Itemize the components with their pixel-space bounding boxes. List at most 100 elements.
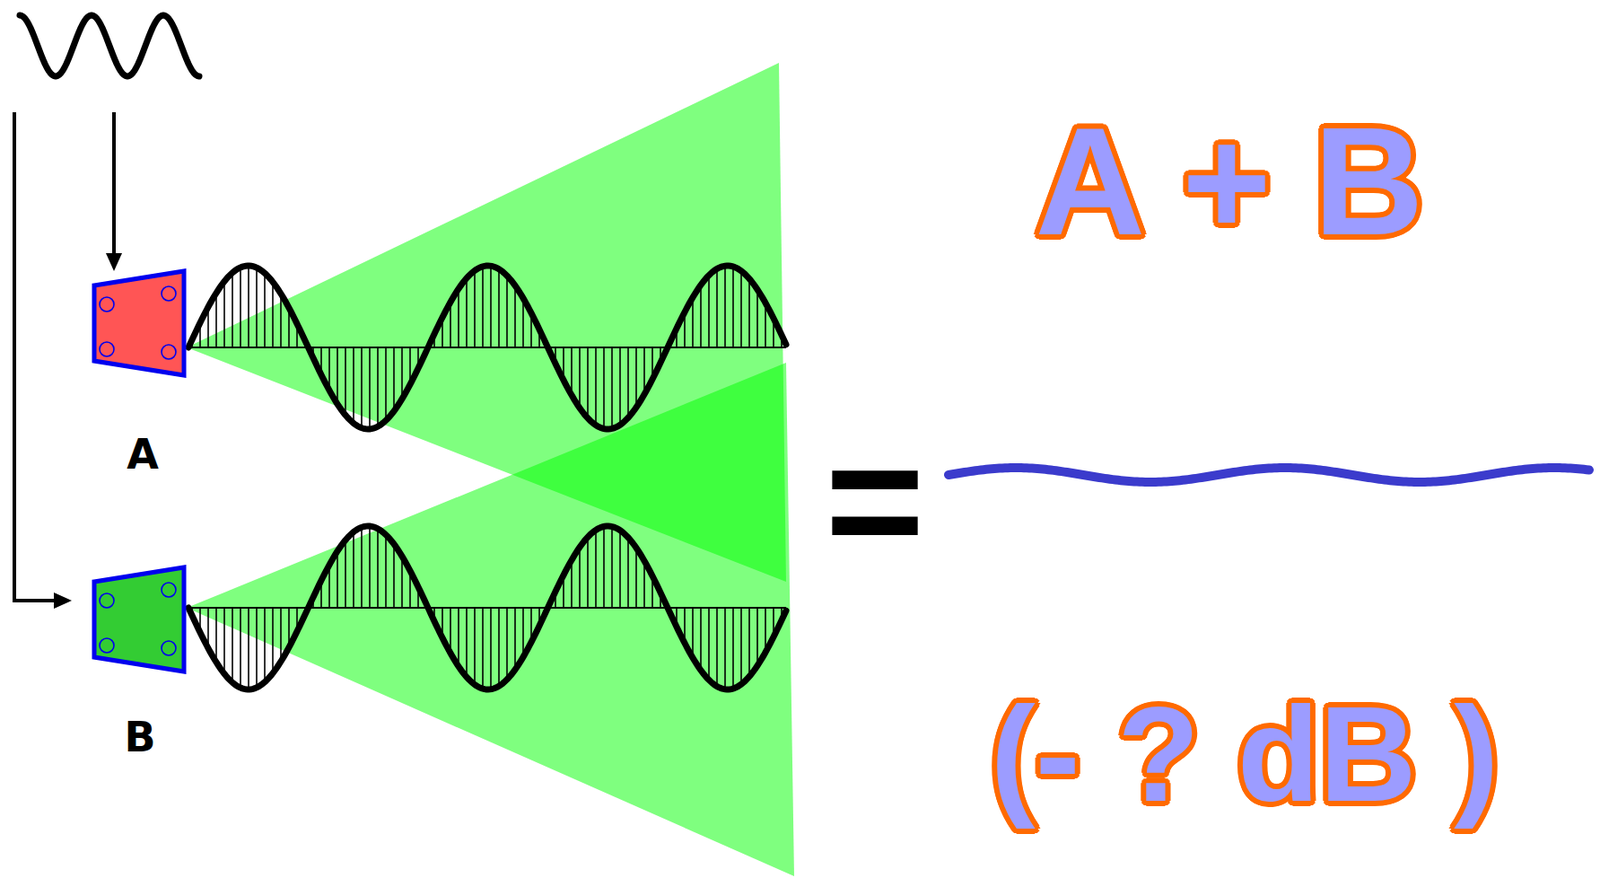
- hatch-line: [352, 347, 355, 423]
- hatch-line: [594, 347, 597, 426]
- hatch-line: [514, 285, 516, 348]
- hatch-line: [223, 607, 226, 674]
- speaker-outline: [94, 271, 184, 376]
- hatch-line: [239, 607, 242, 688]
- hatch-line: [635, 547, 638, 608]
- hatch-line: [603, 525, 605, 608]
- wave-curve: [188, 525, 787, 690]
- hatch-line: [271, 281, 274, 348]
- hatch-line: [360, 526, 363, 608]
- hatch-line: [223, 280, 226, 348]
- hatch-line: [344, 540, 347, 608]
- hatch-line: [457, 288, 460, 348]
- hatch-line: [376, 528, 379, 608]
- hatch-line: [481, 607, 484, 689]
- hatch-line: [473, 270, 476, 348]
- hatch-line: [247, 607, 250, 690]
- hatch-line: [578, 347, 581, 408]
- speaker-label: A: [126, 433, 159, 475]
- mount-hole: [161, 344, 176, 359]
- hatch-line: [255, 267, 258, 348]
- hatch-line: [740, 271, 743, 348]
- hatch-line: [393, 347, 395, 411]
- hatch-line: [611, 347, 613, 429]
- hatch-line: [360, 347, 363, 429]
- speaker-label: B: [123, 716, 156, 758]
- hatch-line: [336, 550, 339, 608]
- hatch-line: [724, 265, 726, 348]
- hatch-line: [699, 284, 702, 348]
- sum-label: A + B: [1035, 104, 1425, 258]
- hatch-line: [384, 534, 387, 608]
- hatch-line: [263, 272, 266, 348]
- hatch-line: [619, 530, 621, 608]
- hatch-line: [344, 347, 347, 415]
- hatch-line: [215, 292, 218, 348]
- hatch-line: [239, 267, 242, 348]
- hatch-line: [748, 278, 751, 348]
- hatch-line: [498, 607, 500, 686]
- speaker-outline: [94, 567, 184, 672]
- hatch-line: [756, 288, 759, 348]
- hatch-line: [740, 607, 743, 684]
- hatch-line: [271, 607, 274, 674]
- hatch-line: [352, 532, 355, 608]
- hatch-line: [489, 265, 492, 348]
- hatch-line: [457, 607, 460, 666]
- mount-hole: [99, 341, 114, 357]
- hatch-line: [514, 607, 516, 670]
- hatch-line: [255, 607, 258, 688]
- feed-wire: [14, 112, 56, 601]
- hatch-line: [691, 297, 694, 348]
- hatch-line: [603, 347, 605, 429]
- hatch-line: [716, 607, 718, 687]
- hatch-line: [279, 607, 282, 662]
- hatch-line: [384, 347, 387, 420]
- hatch-line: [699, 607, 702, 671]
- signal-wave: [19, 15, 200, 77]
- hatch-line: [691, 607, 694, 658]
- speaker: A: [91, 268, 187, 378]
- hatch-line: [708, 607, 710, 680]
- hatch-line: [368, 347, 371, 429]
- equals-sign: =: [825, 414, 926, 586]
- hatch-line: [465, 278, 468, 348]
- hatch-line: [716, 268, 718, 348]
- hatch-line: [481, 266, 484, 348]
- arrow-head: [105, 253, 123, 272]
- axis-line: [188, 606, 787, 609]
- feed-wire: [112, 112, 116, 255]
- hatch-line: [522, 297, 525, 348]
- mount-hole: [161, 582, 176, 597]
- hatch-line: [279, 293, 282, 348]
- hatch-line: [215, 607, 218, 663]
- mount-hole: [99, 593, 114, 608]
- hatch-line: [724, 607, 726, 690]
- hatch-line: [506, 275, 508, 348]
- hatch-line: [586, 347, 589, 419]
- hatch-line: [732, 607, 735, 689]
- arrow-head: [53, 592, 72, 609]
- mount-hole: [161, 640, 176, 656]
- hatch-line: [473, 607, 476, 685]
- hatch-line: [594, 529, 597, 608]
- sound-wave: [188, 525, 787, 690]
- hatch-line: [401, 556, 403, 608]
- hatch-line: [263, 607, 266, 682]
- sound-beam: [186, 362, 795, 876]
- hatch-line: [611, 526, 613, 608]
- attenuation-label: (- ? dB ): [990, 686, 1499, 822]
- hatch-line: [627, 347, 630, 418]
- hatch-line: [748, 607, 751, 677]
- mount-hole: [161, 286, 176, 301]
- hatch-line: [336, 347, 339, 404]
- hatch-line: [247, 265, 250, 348]
- wave-curve: [188, 265, 787, 429]
- axis-line: [188, 346, 787, 349]
- hatch-line: [732, 266, 735, 348]
- hatch-line: [368, 525, 371, 608]
- hatch-line: [578, 547, 581, 608]
- hatch-line: [708, 275, 710, 348]
- hatch-line: [619, 347, 621, 425]
